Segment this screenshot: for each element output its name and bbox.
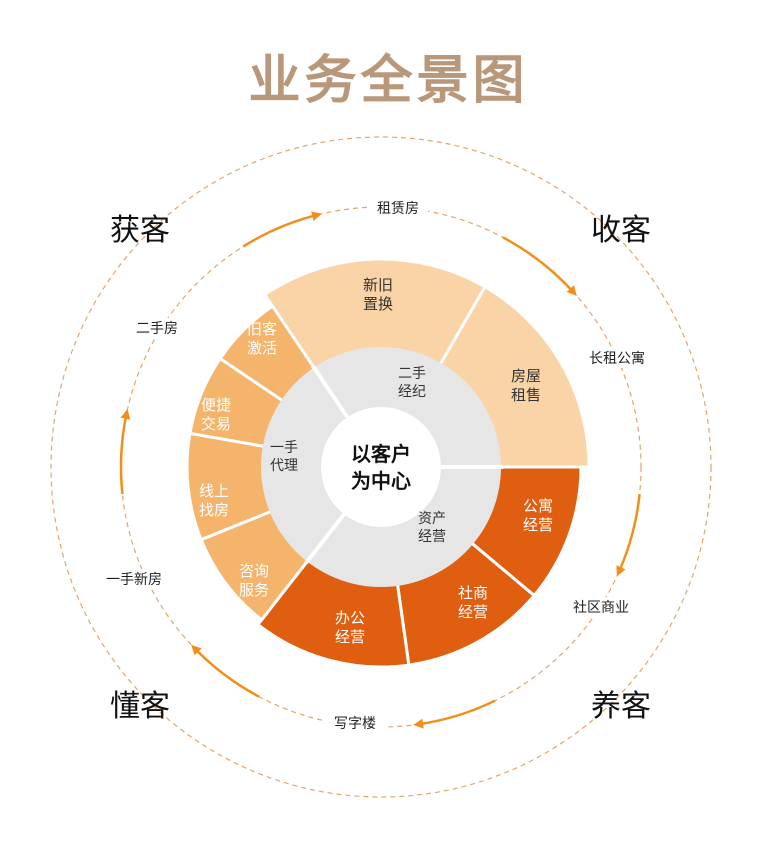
cycle-arrow [502,236,577,296]
segment-replacement-line1: 新旧 [363,276,393,294]
outer-dashed-ring [50,136,712,798]
segment-easy-trade-line2: 交易 [201,415,231,433]
sector-divider [311,364,350,419]
segment-replacement-line2: 置换 [363,295,393,313]
label-bg [368,198,428,218]
label-bg [127,318,187,338]
sector-primary-agency-line1: 一手 [270,440,298,456]
segment-consulting-line2: 服务 [239,581,269,599]
ring-label-rental-housing: 租赁房 [377,201,419,217]
label-bg [582,348,652,368]
label-bg [565,597,637,617]
segment-apartment-ops-line2: 经营 [523,516,553,534]
segment-apartment-ops-line1: 公寓 [523,497,553,515]
center-label-line2: 为中心 [351,469,411,493]
segment-house-rental-line1: 房屋 [511,367,541,385]
ring-label-second-hand-homes: 二手房 [136,321,178,337]
page-title: 业务全景图 [248,51,529,111]
label-bg [96,569,172,589]
sector-secondhand-brokerage-line1: 二手 [398,366,426,382]
segment-online-search-line2: 找房 [199,501,229,519]
ring-label-long-term-apartment: 长租公寓 [589,350,645,367]
segment-consulting-line1: 咨询 [239,562,269,580]
sector-divider [304,513,346,565]
segment-online-search-line1: 线上 [199,482,229,500]
sector-asset-operation-line1: 资产 [418,511,446,527]
segment-reactivation-line2: 激活 [247,339,277,357]
cycle-arrow [242,211,322,248]
segment-easy-trade-line1: 便捷 [201,396,231,414]
cycle-arrow [191,644,260,698]
corner-label-retain: 收客 [591,213,651,248]
segment-community-ops-line1: 社商 [458,584,488,602]
sector-primary-agency-line2: 代理 [270,458,298,474]
inner-sector-dividers [304,364,503,565]
cycle-arrow [413,699,496,729]
segment-office-ops-line2: 经营 [335,628,365,646]
segment-reactivation-line1: 旧客 [247,320,277,338]
center-circle [321,407,441,527]
cycle-arrow [119,409,131,495]
ring-label-office-building: 写字楼 [334,716,376,732]
segment-house-rental-line2: 租售 [511,386,541,404]
corner-label-acquire: 获客 [110,213,170,248]
ring-label-new-homes: 一手新房 [106,572,162,588]
center-label-line1: 以客户 [351,442,411,466]
ring-label-community-commerce: 社区商业 [573,600,629,616]
corner-label-understand: 懂客 [110,689,170,724]
cycle-arrow [616,494,641,577]
label-bg [325,713,385,733]
segment-office-ops-line1: 办公 [335,609,365,627]
sector-secondhand-brokerage-line2: 经纪 [398,384,426,400]
corner-label-nurture: 养客 [591,689,651,724]
sector-asset-operation-line2: 经营 [418,529,446,545]
segment-community-ops-line2: 经营 [458,603,488,621]
